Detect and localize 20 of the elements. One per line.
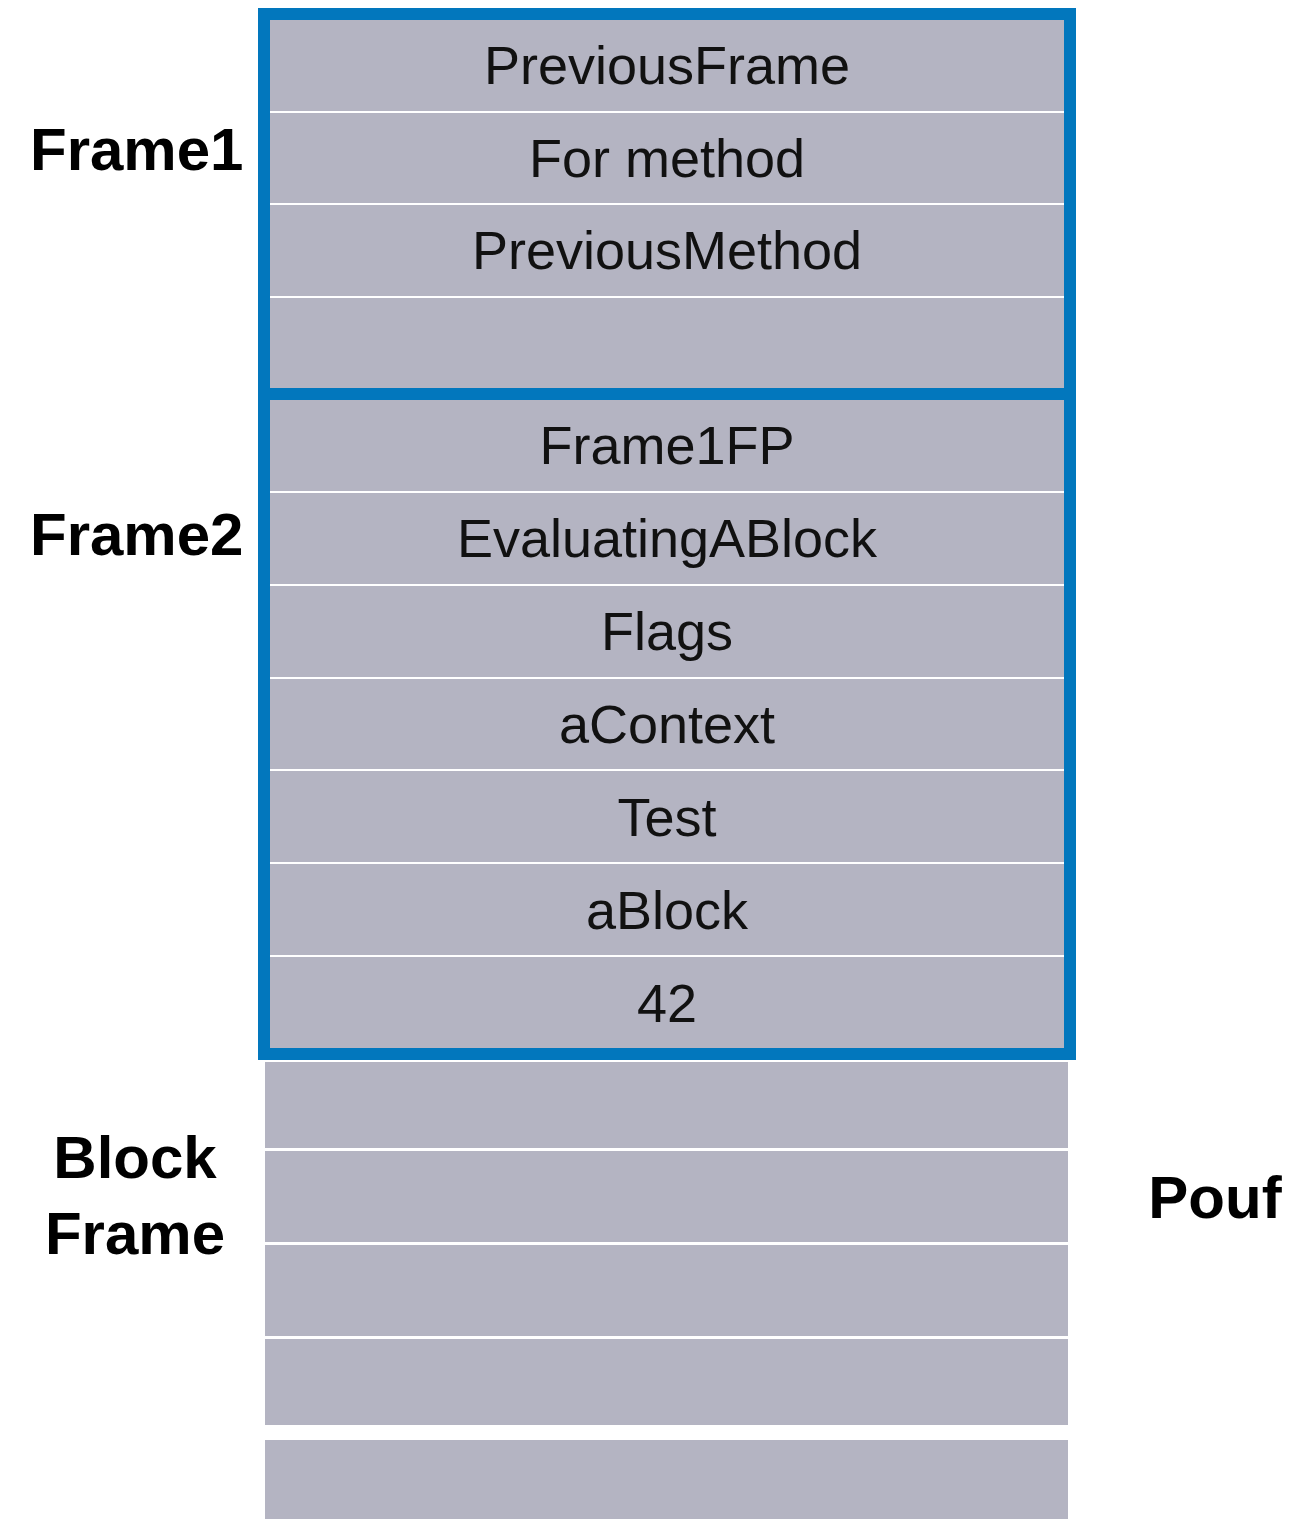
frame-heading: Frame1 <box>30 115 244 184</box>
empty-stack-slot <box>265 1440 1068 1519</box>
stack-slot: 42 <box>270 957 1064 1048</box>
stack-slot: Frame1FP <box>270 400 1064 491</box>
stack-slot: PreviousFrame <box>270 20 1064 111</box>
stack-slot: EvaluatingABlock <box>270 492 1064 584</box>
stack-slot: PreviousMethod <box>270 205 1064 296</box>
region-label: Pouf <box>1147 1163 1283 1233</box>
region-label: Block Frame <box>43 1123 227 1269</box>
frame-heading: Frame2 <box>30 500 244 569</box>
empty-stack-slot <box>270 297 1064 388</box>
stack-slot: Test <box>270 771 1064 863</box>
stack-slot: aBlock <box>270 864 1064 956</box>
empty-stack-slot <box>265 1151 1068 1242</box>
empty-stack-slot <box>265 1062 1068 1148</box>
empty-stack-slot <box>265 1339 1068 1425</box>
stack-slot: aContext <box>270 678 1064 770</box>
stack-slot: Flags <box>270 585 1064 677</box>
stack-slot: For method <box>270 112 1064 203</box>
empty-stack-slot <box>265 1245 1068 1336</box>
